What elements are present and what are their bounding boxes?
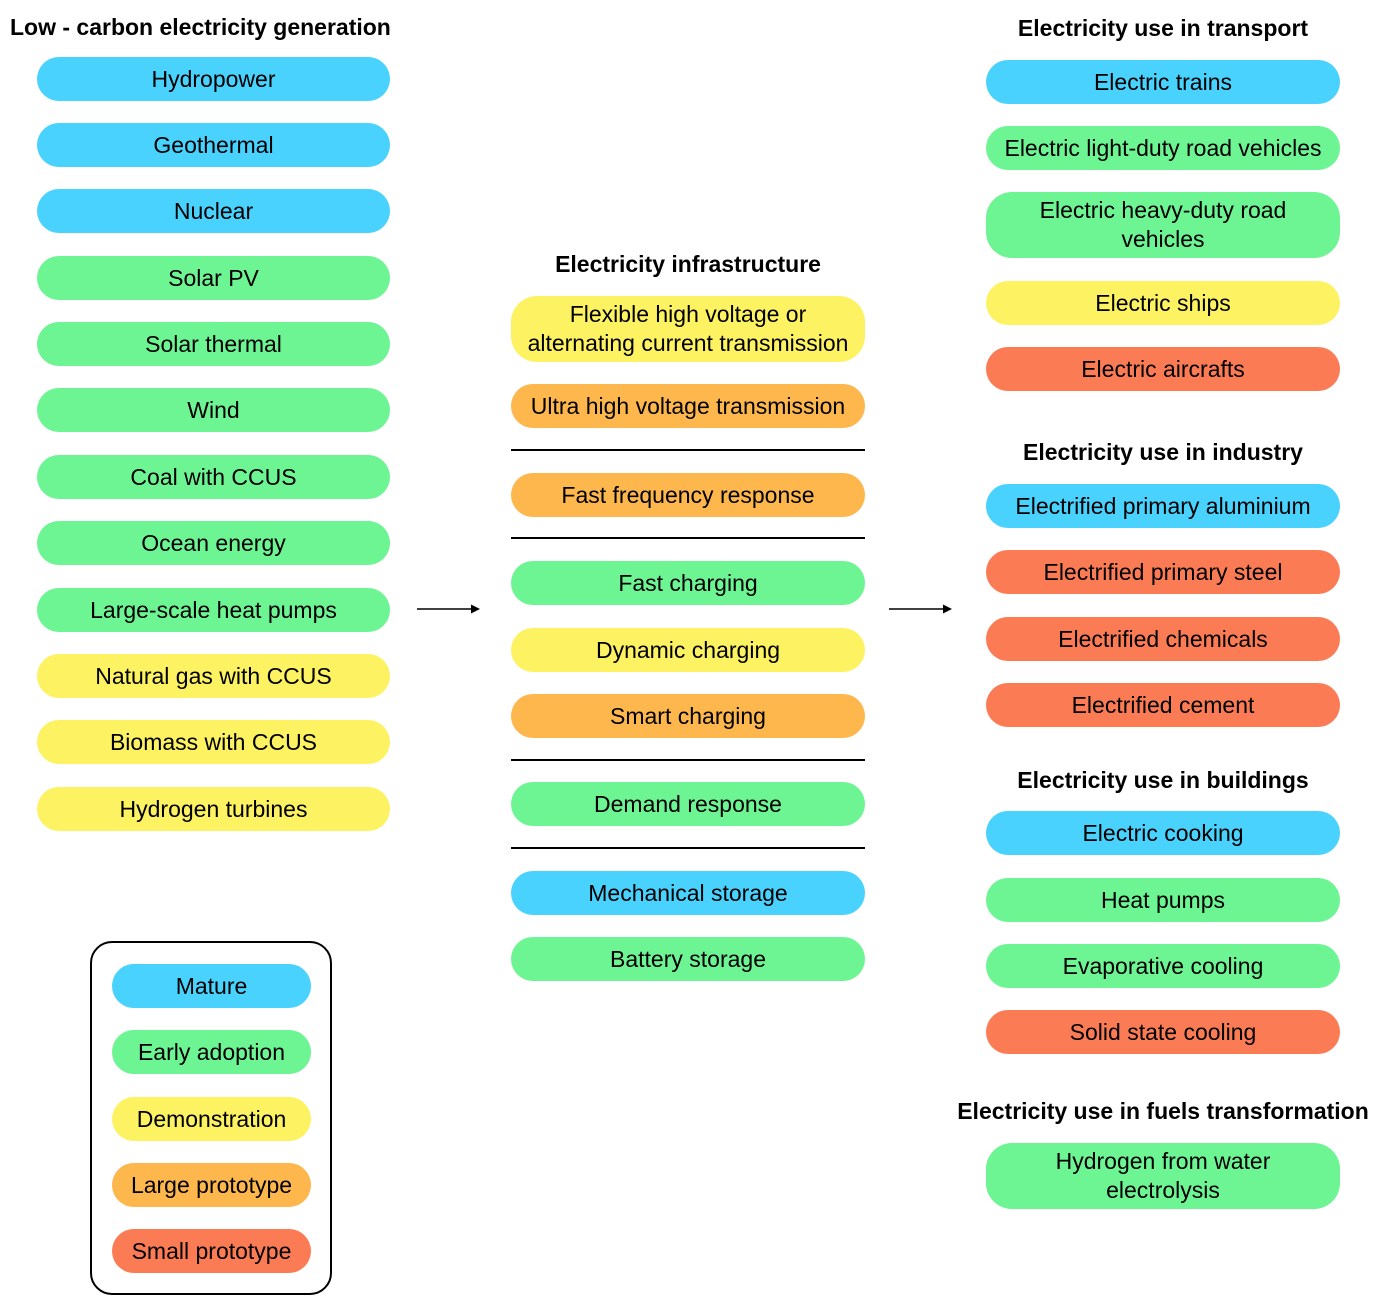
gen-item-wind: Wind <box>37 388 390 432</box>
infrastructure-heading: Electricity infrastructure <box>555 251 821 277</box>
fuels-item-hydrogen-electrolysis-label: Hydrogen from water electrolysis <box>1055 1148 1271 1203</box>
legend-item-early-adoption: Early adoption <box>112 1030 311 1074</box>
infra-item-demand-response: Demand response <box>511 782 865 826</box>
fuels-item-hydrogen-electrolysis: Hydrogen from water electrolysis <box>986 1143 1340 1209</box>
infra-item-flexible-transmission: Flexible high voltage or alternating cur… <box>511 296 865 362</box>
transport-item-light-duty-vehicles: Electric light-duty road vehicles <box>986 126 1340 170</box>
industry-heading: Electricity use in industry <box>1023 439 1303 465</box>
infra-item-fast-frequency-response: Fast frequency response <box>511 473 865 517</box>
gen-item-biomass-ccus: Biomass with CCUS <box>37 720 390 764</box>
legend-item-mature: Mature <box>112 964 311 1008</box>
infra-item-ultra-high-voltage: Ultra high voltage transmission <box>511 384 865 428</box>
transport-item-electric-ships: Electric ships <box>986 281 1340 325</box>
gen-item-geothermal: Geothermal <box>37 123 390 167</box>
infra-item-mechanical-storage: Mechanical storage <box>511 871 865 915</box>
infra-separator-4 <box>511 847 865 849</box>
gen-item-hydropower: Hydropower <box>37 57 390 101</box>
buildings-heading: Electricity use in buildings <box>1017 767 1309 793</box>
infra-item-flexible-transmission-label: Flexible high voltage or alternating cur… <box>527 301 849 356</box>
industry-item-chemicals: Electrified chemicals <box>986 617 1340 661</box>
infra-item-dynamic-charging: Dynamic charging <box>511 628 865 672</box>
industry-item-steel: Electrified primary steel <box>986 550 1340 594</box>
transport-item-heavy-duty-vehicles: Electric heavy-duty road vehicles <box>986 192 1340 258</box>
infra-item-smart-charging: Smart charging <box>511 694 865 738</box>
infra-item-battery-storage: Battery storage <box>511 937 865 981</box>
arrow-infrastructure-to-end-use-icon <box>889 604 952 614</box>
industry-item-aluminium: Electrified primary aluminium <box>986 484 1340 528</box>
gen-item-ocean-energy: Ocean energy <box>37 521 390 565</box>
gen-item-coal-ccus: Coal with CCUS <box>37 455 390 499</box>
legend-item-demonstration: Demonstration <box>112 1097 311 1141</box>
transport-item-heavy-duty-vehicles-label: Electric heavy-duty road vehicles <box>1039 197 1287 252</box>
infra-separator-3 <box>511 759 865 761</box>
arrow-generation-to-infrastructure-icon <box>417 604 480 614</box>
infra-separator-1 <box>511 449 865 451</box>
industry-item-cement: Electrified cement <box>986 683 1340 727</box>
gen-item-solar-thermal: Solar thermal <box>37 322 390 366</box>
buildings-item-heat-pumps: Heat pumps <box>986 878 1340 922</box>
buildings-item-electric-cooking: Electric cooking <box>986 811 1340 855</box>
gen-item-natural-gas-ccus: Natural gas with CCUS <box>37 654 390 698</box>
buildings-item-solid-state-cooling: Solid state cooling <box>986 1010 1340 1054</box>
transport-heading: Electricity use in transport <box>1017 15 1309 41</box>
legend-item-large-prototype: Large prototype <box>112 1163 311 1207</box>
generation-heading: Low - carbon electricity generation <box>10 14 391 40</box>
gen-item-nuclear: Nuclear <box>37 189 390 233</box>
buildings-item-evaporative-cooling: Evaporative cooling <box>986 944 1340 988</box>
transport-item-electric-aircrafts: Electric aircrafts <box>986 347 1340 391</box>
infra-separator-2 <box>511 537 865 539</box>
gen-item-solar-pv: Solar PV <box>37 256 390 300</box>
gen-item-large-scale-heat-pumps: Large-scale heat pumps <box>37 588 390 632</box>
legend <box>90 941 332 1295</box>
infra-item-fast-charging: Fast charging <box>511 561 865 605</box>
legend-item-small-prototype: Small prototype <box>112 1229 311 1273</box>
fuels-heading: Electricity use in fuels transformation <box>957 1098 1369 1124</box>
gen-item-hydrogen-turbines: Hydrogen turbines <box>37 787 390 831</box>
transport-item-electric-trains: Electric trains <box>986 60 1340 104</box>
